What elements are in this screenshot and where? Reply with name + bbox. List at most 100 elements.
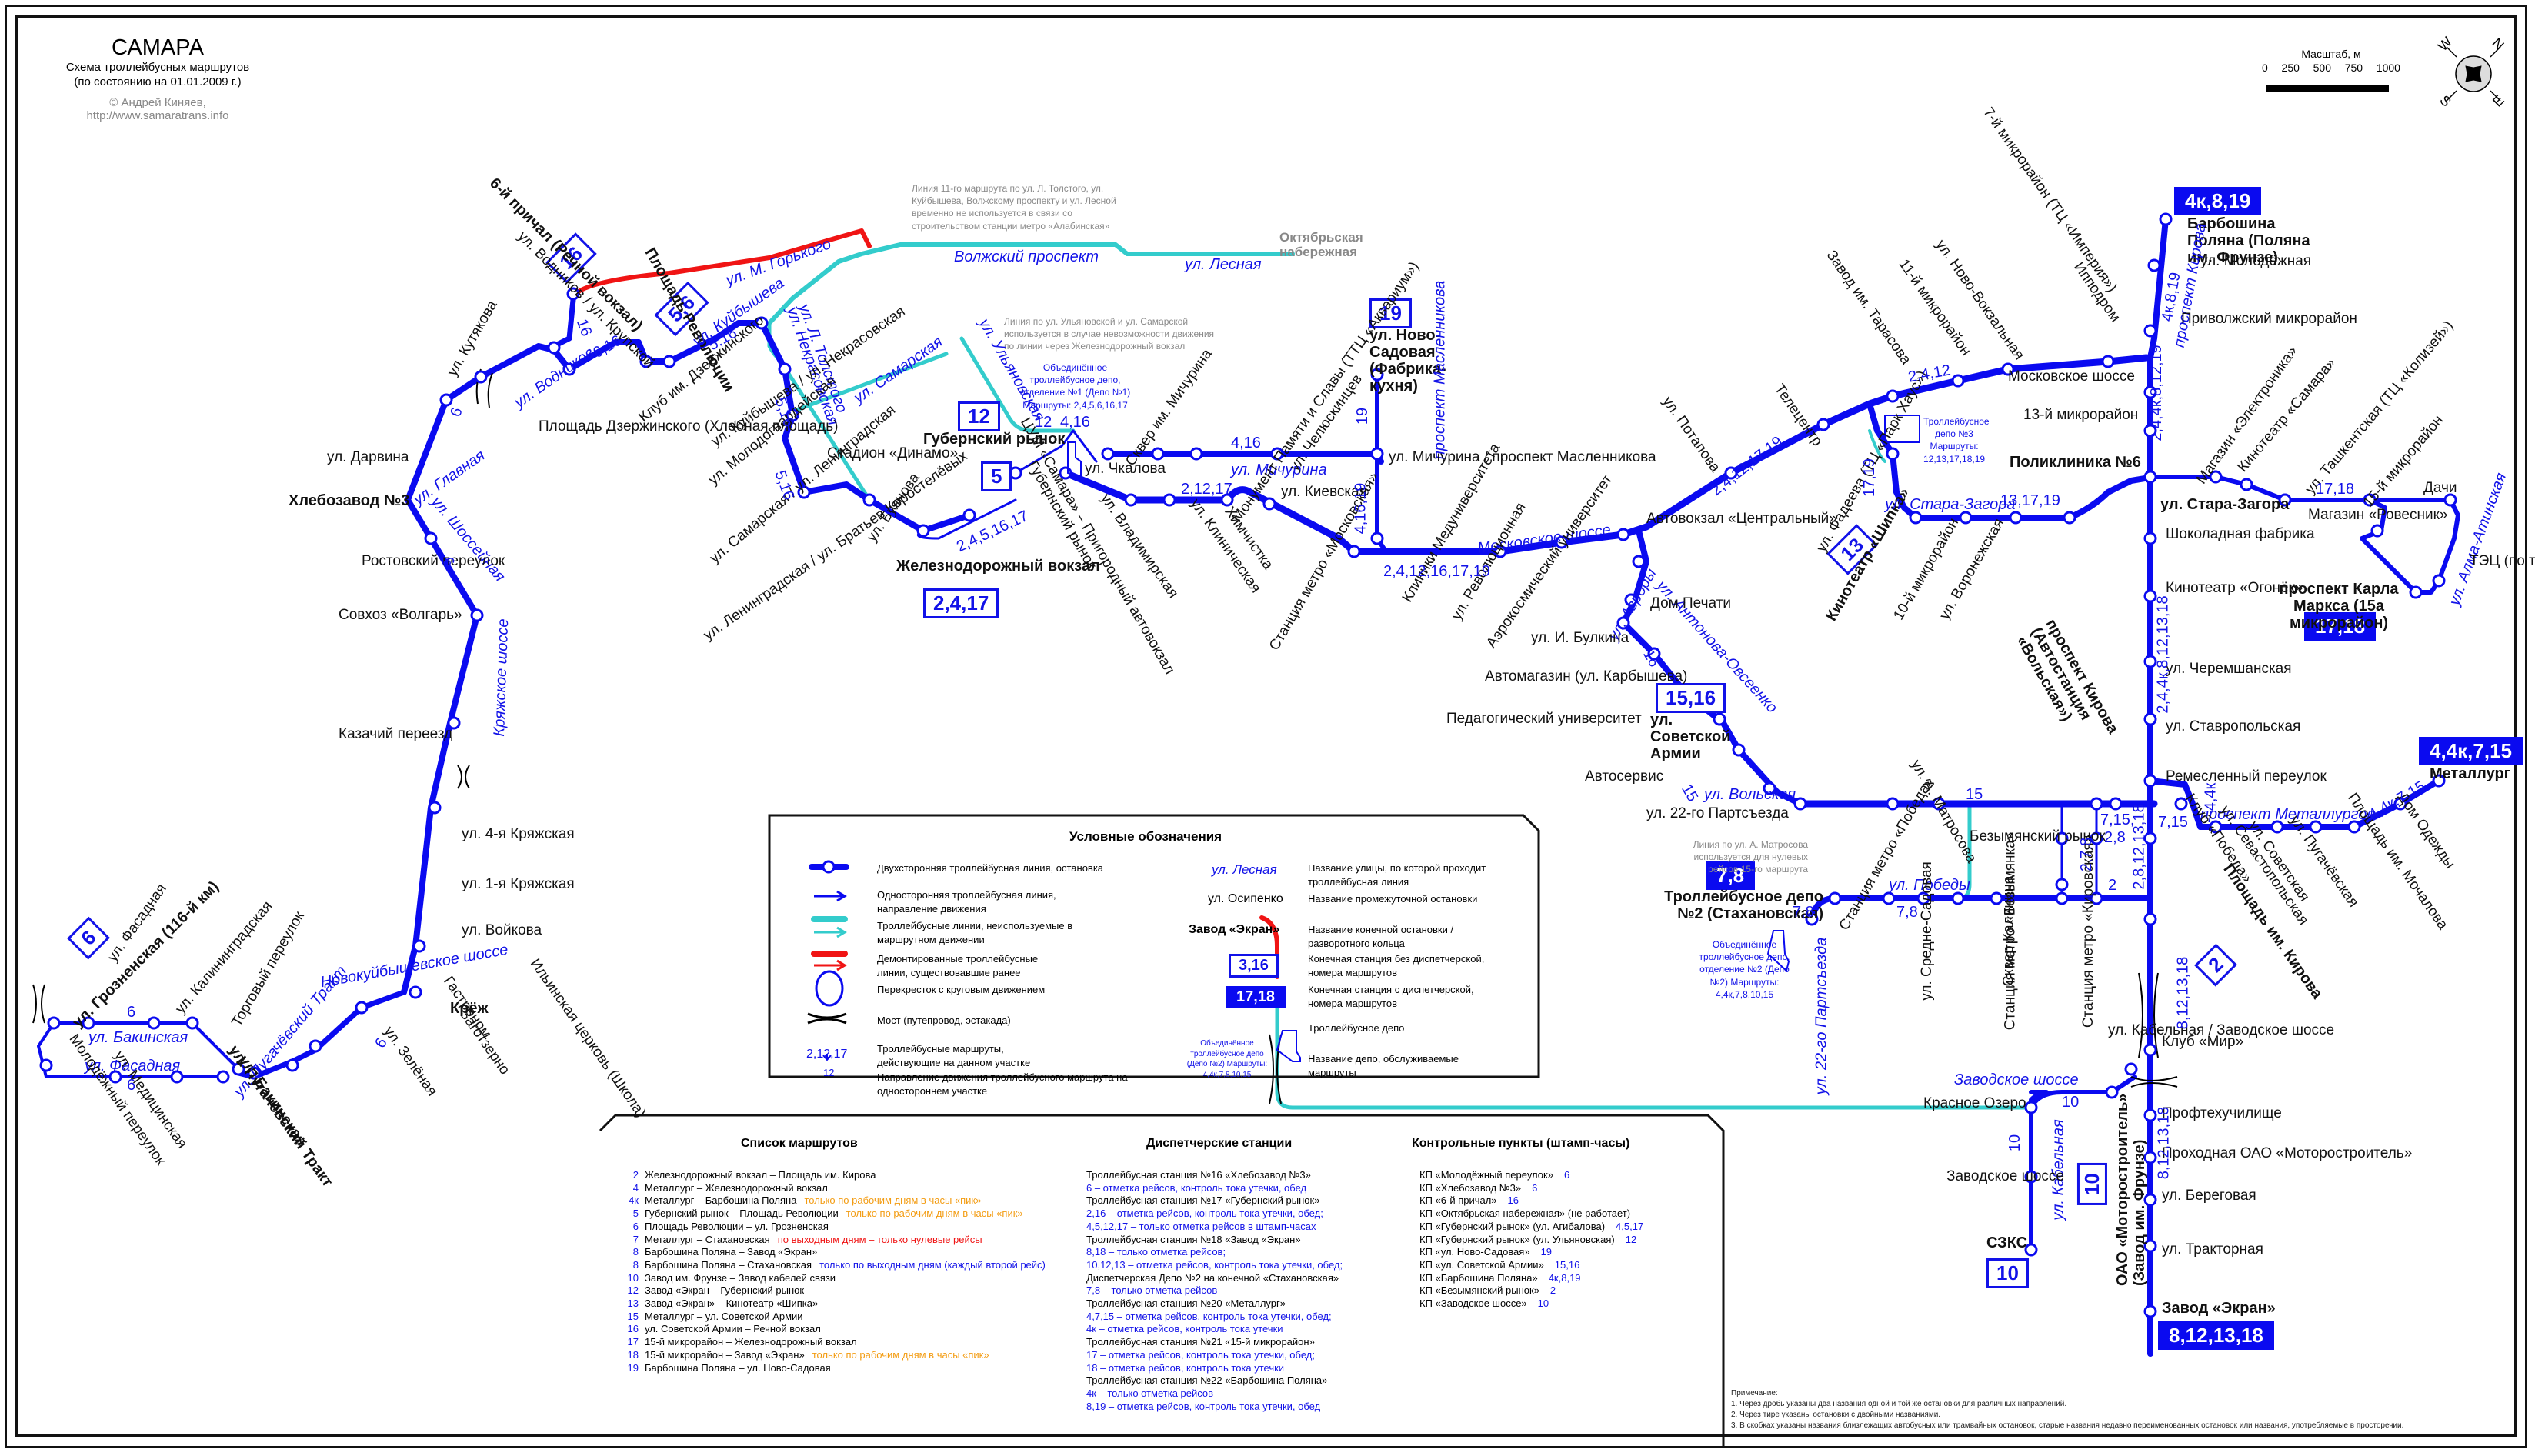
stop-marker[interactable] <box>247 1066 261 1080</box>
stop-label[interactable]: Московское шоссе <box>2008 368 2135 385</box>
stop-label[interactable]: Шоколадная фабрика <box>2166 526 2315 542</box>
stop-marker[interactable] <box>2143 1239 2157 1253</box>
stop-marker[interactable] <box>1347 545 1361 558</box>
stop-marker[interactable] <box>2001 362 2015 376</box>
stop-marker[interactable] <box>2143 531 2157 545</box>
stop-marker[interactable] <box>2143 1043 2157 1057</box>
terminal-name-barboshina[interactable]: Барбошина Поляна (Поляна им. Фрунзе) <box>2187 215 2310 266</box>
stop-marker[interactable] <box>1632 555 1646 568</box>
stop-marker[interactable] <box>962 508 976 522</box>
stop-marker[interactable] <box>2370 524 2384 538</box>
stop-marker[interactable] <box>1793 797 1807 811</box>
stop-marker[interactable] <box>412 939 426 953</box>
stop-marker[interactable] <box>2143 589 2157 603</box>
stop-marker[interactable] <box>1951 891 1965 905</box>
stop-marker[interactable] <box>2024 1101 2038 1114</box>
stop-label[interactable]: Стадион «Динамо» <box>827 445 959 461</box>
stop-label[interactable]: Ремесленный переулок <box>2166 768 2327 785</box>
stop-label[interactable]: ул. Черемшанская <box>2166 661 2292 677</box>
stop-marker[interactable] <box>1886 797 1900 811</box>
stop-marker[interactable] <box>232 1062 245 1076</box>
stop-marker[interactable] <box>2101 355 2115 368</box>
stop-marker[interactable] <box>2055 831 2069 845</box>
stop-label[interactable]: ул. Береговая <box>2162 1188 2256 1204</box>
stop-marker[interactable] <box>2240 478 2253 491</box>
stop-marker[interactable] <box>2024 1170 2038 1184</box>
stop-label[interactable]: Кинотеатр «Огонёк» <box>2166 580 2303 596</box>
stop-marker[interactable] <box>2432 574 2446 588</box>
stop-label[interactable]: Безымянский рынок <box>1970 828 2106 845</box>
stop-label[interactable]: Заводское шоссе <box>1946 1168 2064 1184</box>
stop-marker[interactable] <box>1990 891 2003 905</box>
stop-marker[interactable] <box>2409 585 2423 599</box>
stop-marker[interactable] <box>2143 774 2157 788</box>
stop-label[interactable]: ул. 1-я Кряжская <box>462 876 575 892</box>
stop-marker[interactable] <box>778 362 792 376</box>
stop-marker[interactable] <box>39 1058 53 1072</box>
stop-marker[interactable] <box>1370 531 1384 545</box>
stop-label[interactable]: ул. 4-я Кряжская <box>462 826 575 842</box>
stop-marker[interactable] <box>2159 212 2173 226</box>
stop-label[interactable]: 13-й микрорайон <box>2023 407 2139 423</box>
stop-marker[interactable] <box>147 1016 161 1030</box>
stop-marker[interactable] <box>1370 368 1384 381</box>
stop-label[interactable]: ул. Молодёжная <box>2200 253 2312 269</box>
stop-marker[interactable] <box>1493 545 1507 558</box>
stop-marker[interactable] <box>1882 891 1896 905</box>
stop-marker[interactable] <box>1713 712 1726 726</box>
stop-marker[interactable] <box>170 1070 184 1084</box>
stop-marker[interactable] <box>285 1058 299 1072</box>
stop-marker[interactable] <box>562 362 576 376</box>
stop-marker[interactable] <box>185 1016 199 1030</box>
stop-marker[interactable] <box>2143 655 2157 668</box>
stop-marker[interactable] <box>1932 797 1946 811</box>
stop-marker[interactable] <box>424 531 438 545</box>
terminal-name-karla-marksa[interactable]: проспект Карла Маркса (15а микрорайон) <box>2279 581 2399 631</box>
stop-marker[interactable] <box>1616 528 1630 541</box>
stop-marker[interactable] <box>409 985 422 999</box>
stop-marker[interactable] <box>1101 447 1115 461</box>
stop-label[interactable]: Площадь Дзержинского (Хлебная площадь) <box>539 418 839 435</box>
stop-marker[interactable] <box>2090 891 2103 905</box>
stop-label[interactable]: Автовокзал «Центральный» <box>1646 511 1837 527</box>
stop-label[interactable]: ул. Мичурина / проспект Масленникова <box>1389 449 1656 465</box>
terminal-name-krjazh[interactable]: Крёж <box>450 1000 489 1017</box>
stop-label[interactable]: ТЭЦ (по треб.) <box>2470 553 2535 569</box>
stop-marker[interactable] <box>2143 385 2157 399</box>
stop-marker[interactable] <box>1624 593 1638 607</box>
stop-marker[interactable] <box>1647 647 1661 661</box>
stop-marker[interactable] <box>216 1070 230 1084</box>
stop-marker[interactable] <box>1805 912 1819 926</box>
stop-label[interactable]: ул. 22-го Партсъезда <box>1646 805 1789 821</box>
stop-marker[interactable] <box>447 716 461 730</box>
stop-marker[interactable] <box>916 524 930 538</box>
stop-marker[interactable] <box>2105 1085 2119 1099</box>
stop-marker[interactable] <box>2124 1062 2138 1076</box>
stop-marker[interactable] <box>439 393 453 407</box>
stop-marker[interactable] <box>2063 511 2076 525</box>
stop-marker[interactable] <box>2143 470 2157 484</box>
stop-marker[interactable] <box>2278 493 2292 507</box>
stop-label[interactable]: Красное Озеро <box>1923 1095 2026 1111</box>
stop-marker[interactable] <box>2143 424 2157 438</box>
stop-label[interactable]: Клуб «Мир» <box>2162 1034 2244 1050</box>
stop-marker[interactable] <box>2147 258 2161 272</box>
stop-marker[interactable] <box>2347 820 2361 834</box>
stop-marker[interactable] <box>2443 493 2457 507</box>
stop-marker[interactable] <box>1732 743 1746 757</box>
stop-marker[interactable] <box>862 493 876 507</box>
stop-marker[interactable] <box>2143 831 2157 845</box>
stop-label[interactable]: Казачий переезд <box>339 726 453 742</box>
stop-marker[interactable] <box>355 1001 369 1015</box>
stop-label[interactable]: Дом Печати <box>1650 595 1731 611</box>
terminal-name-motorostroitel[interactable]: ОАО «Моторостроитель» (Завод им. Фрунзе) <box>2114 1093 2148 1286</box>
stop-marker[interactable] <box>470 608 484 622</box>
stop-marker[interactable] <box>108 1070 122 1084</box>
stop-marker[interactable] <box>1951 374 1965 388</box>
stop-marker[interactable] <box>2090 797 2103 811</box>
stop-marker[interactable] <box>2009 511 2023 525</box>
stop-label[interactable]: Профтехучилище <box>2162 1105 2282 1121</box>
stop-marker[interactable] <box>2090 831 2103 845</box>
stop-label[interactable]: ул. Чкалова <box>1085 461 1166 477</box>
stop-marker[interactable] <box>2143 1151 2157 1164</box>
